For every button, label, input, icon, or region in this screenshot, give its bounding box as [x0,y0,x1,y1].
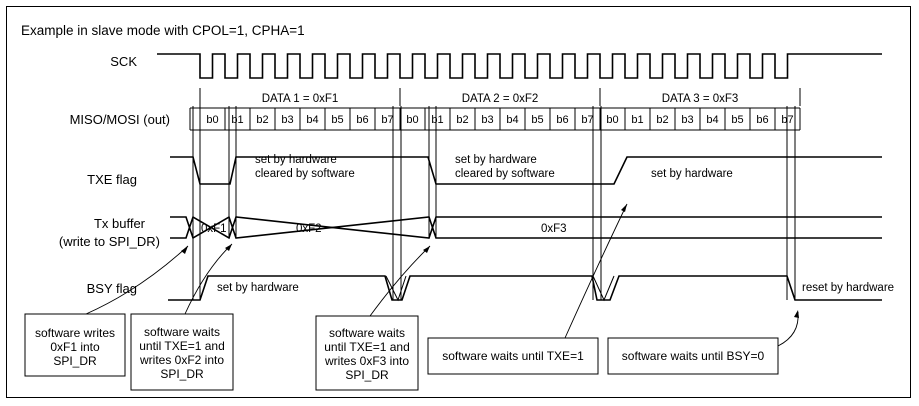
bit-cell-b0: b0 [206,114,218,126]
txe-annotation-1-set: set by hardware [255,154,337,166]
bit-cell-b7: b7 [581,114,593,126]
txe-flag-label: TXE flag [87,172,137,187]
bsy-flag-label: BSY flag [87,281,137,296]
bsy-waveform [168,275,882,301]
svg-text:writes 0xF3 into: writes 0xF3 into [324,354,409,368]
bsy-set-annotation: set by hardware [217,282,299,294]
svg-text:writes 0xF2 into: writes 0xF2 into [139,353,224,367]
txe-annotation-3-set: set by hardware [651,168,733,180]
bit-cell-b3: b3 [281,114,293,126]
miso-mosi-bus: b0 b1 b2 b3 b4 b5 b6 b7 b0 b1 b2 b3 b4 b5 b6 b7 b0 b1 b2 b3… [189,107,801,131]
miso-mosi-label: MISO/MOSI (out) [70,112,170,127]
svg-text:until TXE=1 and: until TXE=1 and [324,340,410,354]
bit-cell-b6: b6 [756,114,768,126]
diagram-frame [6,6,911,398]
tx-buffer-label: Tx buffer [94,216,146,231]
tx-buffer-sublabel: (write to SPI_DR) [59,234,160,249]
bit-cell-b4: b4 [306,114,318,126]
bit-cell-b1: b1 [631,114,643,126]
sck-waveform [157,53,882,79]
bit-cell-b2: b2 [256,114,268,126]
bit-cell-b5: b5 [531,114,543,126]
sck-label: SCK [110,54,137,69]
diagram-title: Example in slave mode with CPOL=1, CPHA=… [21,23,305,38]
txe-annotation-2-clear: cleared by software [455,168,555,180]
callout-box-3: software waits until TXE=1 and writes 0x… [315,315,419,391]
txe-annotation-2-set: set by hardware [455,154,537,166]
bsy-reset-annotation: reset by hardware [802,282,894,294]
frame-label-data2: DATA 2 = 0xF2 [462,93,539,105]
svg-text:until TXE=1 and: until TXE=1 and [139,339,225,353]
tx-buffer-value-f3: 0xF3 [541,223,567,235]
svg-text:software waits: software waits [329,326,405,340]
frame-label-data3: DATA 3 = 0xF3 [662,93,739,105]
tx-buffer-value-f1: 0xF1 [201,223,227,235]
callout-box-1: software writes 0xF1 into SPI_DR [24,313,126,377]
tx-buffer-value-f2: 0xF2 [296,223,322,235]
svg-text:software waits: software waits [144,325,220,339]
frame-markers [199,88,801,106]
svg-text:SPI_DR: SPI_DR [345,368,389,382]
bit-cell-b3: b3 [681,114,693,126]
bit-cell-b5: b5 [731,114,743,126]
bit-cell-b0: b0 [606,114,618,126]
annotation-arrows [85,203,799,347]
bit-cell-b4: b4 [706,114,718,126]
guide-lines [192,106,796,300]
callout-box-4: software waits until TXE=1 [427,337,599,375]
frame-label-data1: DATA 1 = 0xF1 [262,93,339,105]
tx-buffer-bus [170,215,882,240]
bit-cell-b4: b4 [506,114,518,126]
svg-text:SPI_DR: SPI_DR [53,354,97,368]
callout-box-5: software waits until BSY=0 [607,337,779,375]
bit-cell-b3: b3 [481,114,493,126]
svg-text:software writes: software writes [35,326,115,340]
bit-cell-b6: b6 [556,114,568,126]
txe-waveform [170,156,882,185]
bit-cell-b5: b5 [331,114,343,126]
bit-cell-b2: b2 [656,114,668,126]
bit-cell-b7: b7 [381,114,393,126]
svg-text:SPI_DR: SPI_DR [160,367,204,381]
callout-box-2: software waits until TXE=1 and writes 0x… [130,313,234,391]
svg-text:software waits until BSY=0: software waits until BSY=0 [622,349,765,363]
bit-cell-b6: b6 [356,114,368,126]
svg-text:software waits until TXE=1: software waits until TXE=1 [442,349,584,363]
bit-cell-b2: b2 [456,114,468,126]
svg-text:0xF1 into: 0xF1 into [50,340,100,354]
bit-cell-b1: b1 [231,114,243,126]
bit-cell-b0: b0 [406,114,418,126]
txe-annotation-1-clear: cleared by software [255,168,355,180]
bit-cell-b1: b1 [431,114,443,126]
